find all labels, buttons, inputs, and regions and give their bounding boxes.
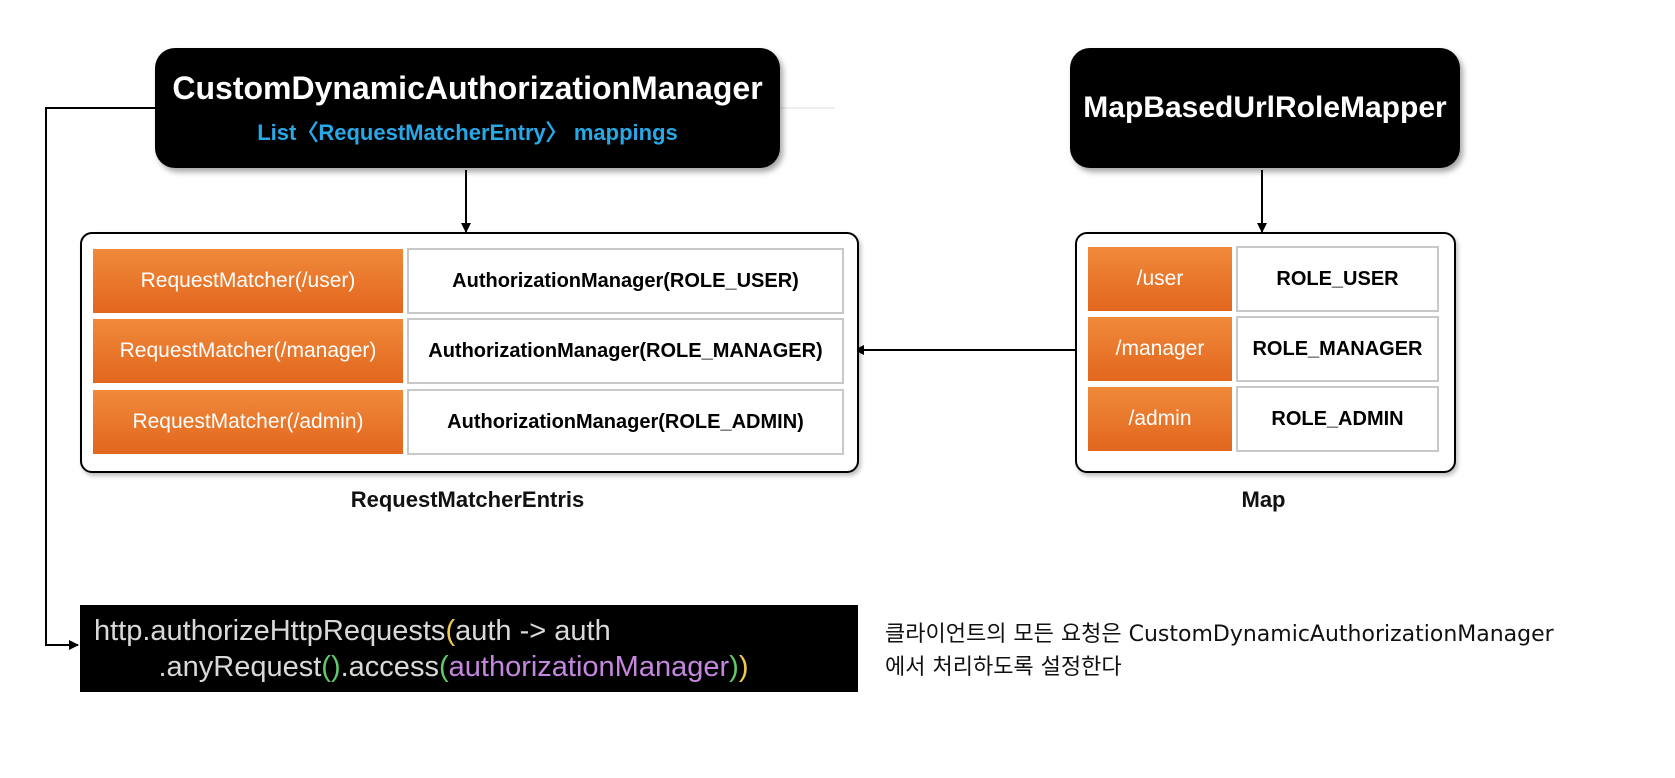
entry-value-cell: AuthorizationManager(ROLE_MANAGER) [407,318,844,384]
map-value-cell: ROLE_MANAGER [1236,316,1439,382]
map-key-cell: /user [1087,246,1233,312]
map-value-cell: ROLE_ADMIN [1236,386,1439,452]
code-line-1: http.authorizeHttpRequests(auth -> auth [94,615,611,647]
custom-dynamic-authorization-manager-box: CustomDynamicAuthorizationManager List〈R… [155,48,780,168]
table-row: /user ROLE_USER [1087,246,1439,312]
table-row: RequestMatcher(/user) AuthorizationManag… [92,248,844,314]
map-value-cell: ROLE_USER [1236,246,1439,312]
map-key-cell: /admin [1087,386,1233,452]
entry-value-cell: AuthorizationManager(ROLE_USER) [407,248,844,314]
description-note: 클라이언트의 모든 요청은 CustomDynamicAuthorization… [885,618,1554,684]
map-table: /user ROLE_USER /manager ROLE_MANAGER /a… [1075,232,1456,473]
table-row: /admin ROLE_ADMIN [1087,386,1439,452]
manager-box-title: CustomDynamicAuthorizationManager [172,70,763,106]
entry-key-cell: RequestMatcher(/admin) [92,389,404,455]
http-config-code-block: http.authorizeHttpRequests(auth -> auth … [80,605,858,692]
entries-table-caption: RequestMatcherEntris [350,487,585,512]
entry-value-cell: AuthorizationManager(ROLE_ADMIN) [407,389,844,455]
map-key-cell: /manager [1087,316,1233,382]
arrow-manager-to-code [45,107,155,650]
mapper-box-title: MapBasedUrlRoleMapper [1083,91,1447,124]
table-row: /manager ROLE_MANAGER [1087,316,1439,382]
note-line-2: 에서 처리하도록 설정한다 [885,655,1122,680]
entry-key-cell: RequestMatcher(/user) [92,248,404,314]
table-row: RequestMatcher(/manager) AuthorizationMa… [92,318,844,384]
table-row: RequestMatcher(/admin) AuthorizationMana… [92,389,844,455]
manager-box-subtitle: List〈RequestMatcherEntry〉 mappings [257,120,678,145]
request-matcher-entries-table: RequestMatcher(/user) AuthorizationManag… [80,232,859,473]
note-line-1: 클라이언트의 모든 요청은 CustomDynamicAuthorization… [885,622,1554,647]
map-based-url-role-mapper-box: MapBasedUrlRoleMapper [1070,48,1460,168]
map-table-caption: Map [1241,487,1286,512]
entry-key-cell: RequestMatcher(/manager) [92,318,404,384]
code-line-2: .anyRequest().access(authorizationManage… [158,651,749,683]
